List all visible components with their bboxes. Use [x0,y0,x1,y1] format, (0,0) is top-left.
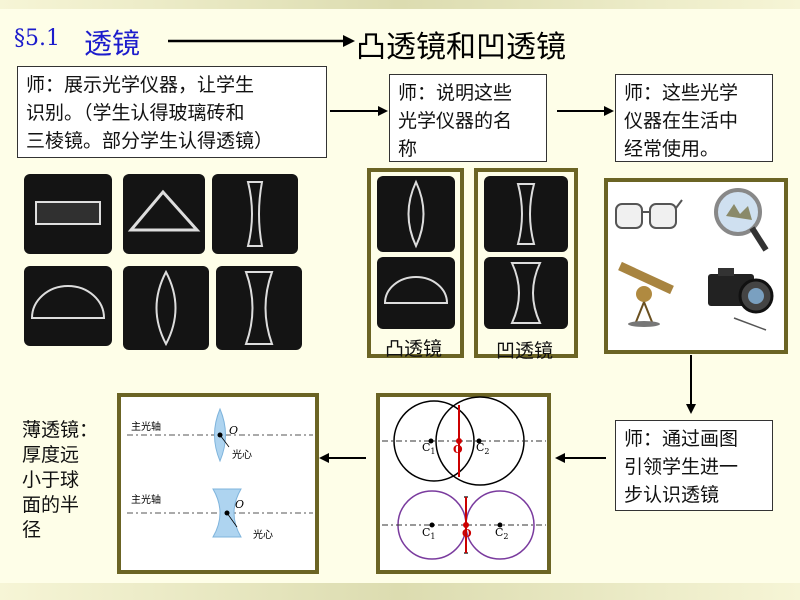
note-line: 三棱镜。部分学生认得透镜） [26,130,274,152]
center-subscript: 2 [503,532,509,542]
main-axis-label-top: 主光轴 [131,422,161,433]
semicircle-glass-photo [24,266,112,346]
note-line: 经常使用。 [624,138,720,160]
concave-lens-front-photo [484,176,568,252]
thin-lens-note: 薄透镜： 厚度远 小于球 面的半 径 [22,418,98,543]
note-line: 仪器在生活中 [624,110,739,132]
section-number: §5.1 [14,26,60,51]
optical-center-label-top: 光心 [232,450,252,461]
note-line: 师：通过画图 [624,428,739,450]
origin-label-top: O [453,443,463,456]
main-axis-label-bottom: 主光轴 [131,495,161,506]
camera-icon [708,268,774,331]
concave-lens-side-photo [212,174,298,254]
center-subscript: 1 [430,447,436,457]
plano-convex-photo [377,257,455,329]
circles-diagram-frame [376,393,551,574]
circles-diagram [382,396,546,560]
top-stripe [0,0,800,9]
optical-center-o-bottom: O [235,498,245,511]
teacher-note-2: 师：说明这些 光学仪器的名 称 [389,74,547,162]
note-line: 面的半 [22,494,80,516]
convex-lens-side-photo [377,176,455,252]
biconcave-photo [484,257,568,329]
bottom-stripe [0,583,800,600]
section-topic: 透镜 [84,27,141,60]
optical-center-label-bottom: 光心 [253,530,273,541]
note-line: 师：说明这些 [398,82,513,104]
convex-lens-frame [367,168,464,358]
note-line: 步认识透镜 [624,484,720,506]
center-letter: C [422,441,431,454]
note-line: 径 [22,519,42,541]
center-letter: C [476,441,485,454]
glasses-icon [615,199,683,229]
prism-photo [123,174,205,254]
center-c2-label-bottom: C2 [495,526,509,541]
note-line: 光学仪器的名 [398,110,513,132]
telescope-icon [618,261,674,327]
center-c2-label: C2 [476,441,490,456]
note-line: 师：这些光学 [624,82,739,104]
note-line: 识别。（学生认得玻璃砖和 [26,102,245,124]
concave-lens-label: 凹透镜 [496,340,554,362]
center-subscript: 2 [484,447,490,457]
convex-lens-label: 凸透镜 [385,338,443,360]
note-line: 师：展示光学仪器，让学生 [26,74,255,96]
center-letter: C [422,526,431,539]
concave-lens-frame [474,168,578,358]
glass-brick-photo [24,174,112,254]
note-line: 称 [398,138,418,160]
origin-label-bottom: O [462,527,472,540]
note-line: 薄透镜： [22,419,99,441]
note-line: 厚度远 [22,444,80,466]
teacher-note-3: 师：这些光学 仪器在生活中 经常使用。 [615,74,773,162]
lens-diagram [127,407,313,538]
note-line: 引领学生进一 [624,456,739,478]
center-subscript: 1 [430,532,436,542]
magnifier-icon [714,188,769,252]
concave-lens-photo [216,266,302,350]
header-arrow [168,35,355,47]
teacher-note-1: 师：展示光学仪器，让学生 识别。（学生认得玻璃砖和 三棱镜。部分学生认得透镜） [17,66,327,158]
optical-center-o-top: O [229,424,239,437]
center-letter: C [495,526,504,539]
page-title: 凸透镜和凹透镜 [356,30,566,65]
note-line: 小于球 [22,469,80,491]
teacher-note-4: 师：通过画图 引领学生进一 步认识透镜 [615,420,773,511]
center-c1-label-bottom: C1 [422,526,436,541]
center-c1-label: C1 [422,441,436,456]
convex-lens-photo [123,266,209,350]
